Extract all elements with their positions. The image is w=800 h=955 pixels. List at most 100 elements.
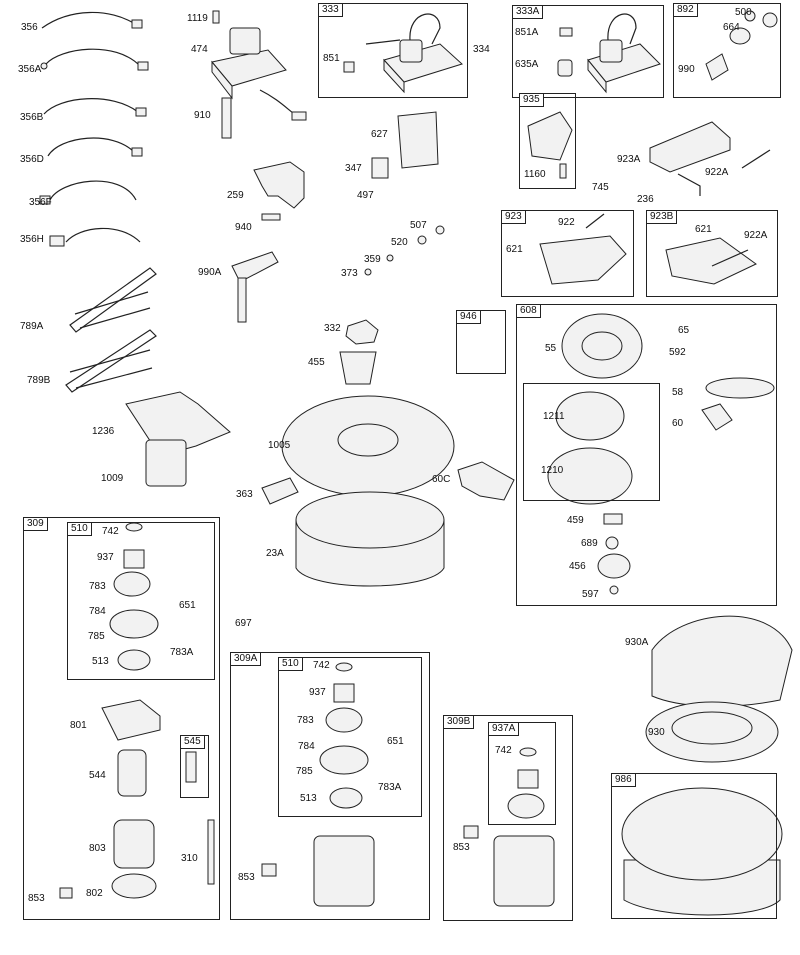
part-label: 356H (20, 234, 44, 245)
part-label: 513 (300, 793, 317, 804)
part-label: 851 (323, 53, 340, 64)
group-box-510b: 510 (278, 657, 422, 817)
part-label: 1005 (268, 440, 291, 451)
group-box-923B: 923B (646, 210, 778, 297)
key-switch-892 (705, 10, 778, 81)
part-label: 803 (89, 843, 106, 854)
group-box-892: 892 (673, 3, 781, 98)
part-label: 783 (89, 581, 106, 592)
group-tag: 923B (646, 210, 678, 224)
part-label: 513 (92, 656, 109, 667)
part-label: 359 (364, 254, 381, 265)
group-tag: 333A (512, 5, 544, 19)
coil-333A (557, 13, 661, 94)
group-tag: 510 (67, 522, 92, 536)
control-923 (539, 213, 627, 285)
part-label: 60 (672, 418, 684, 429)
part-label: 851A (515, 27, 539, 38)
part-label: 697 (235, 618, 252, 629)
part-label: 1210 (541, 465, 564, 476)
part-label: 356B (20, 112, 44, 123)
part-label: 1236 (92, 426, 115, 437)
part-label: 910 (194, 110, 211, 121)
part-label: 923A (617, 154, 641, 165)
small-parts (364, 225, 445, 276)
part-label: 597 (582, 589, 599, 600)
part-label: 922 (558, 217, 575, 228)
part-label: 930A (625, 637, 649, 648)
part-label: 801 (70, 720, 87, 731)
control-923A (649, 121, 771, 196)
group-tag: 986 (611, 773, 636, 787)
housing-930 (621, 615, 793, 916)
group-box-309: 309 (23, 517, 220, 920)
part-label: 356D (20, 154, 44, 165)
part-label: 544 (89, 770, 106, 781)
part-label: 236 (637, 194, 654, 205)
part-label: 356 (21, 22, 38, 33)
part-label: 784 (298, 741, 315, 752)
part-label: 784 (89, 606, 106, 617)
group-box-935: 935 (519, 93, 576, 189)
group-box-923: 923 (501, 210, 634, 297)
part-label: 940 (235, 222, 252, 233)
part-label: 635A (515, 59, 539, 70)
part-label: 937 (309, 687, 326, 698)
group-tag: 309 (23, 517, 48, 531)
starter-309A-parts (261, 662, 375, 907)
group-tag: 309A (230, 652, 262, 666)
part-label: 459 (567, 515, 584, 526)
starter-1236 (125, 391, 231, 487)
part-label: 455 (308, 357, 325, 368)
part-label: 742 (495, 745, 512, 756)
group-tag: 923 (501, 210, 526, 224)
part-label: 474 (191, 44, 208, 55)
part-label: 259 (227, 190, 244, 201)
part-label: 621 (506, 244, 523, 255)
group-tag: 545 (180, 735, 205, 749)
control-923B (665, 237, 757, 285)
part-label: 689 (581, 538, 598, 549)
bracket-259 (253, 161, 305, 209)
part-label: 789A (20, 321, 44, 332)
group-tag: 333 (318, 3, 343, 17)
group-box-946: 946 (456, 310, 506, 374)
part-label: 922A (744, 230, 768, 241)
part-label: 520 (391, 237, 408, 248)
screw-940 (261, 213, 281, 221)
control-935 (527, 111, 573, 179)
group-tag: 892 (673, 3, 698, 17)
part-label: 332 (324, 323, 341, 334)
part-label: 500 (735, 7, 752, 18)
group-box-545: 545 (180, 735, 209, 798)
part-label: 363 (236, 489, 253, 500)
part-label: 990A (198, 267, 222, 278)
part-label: 922A (705, 167, 729, 178)
group-box-309A: 309A (230, 652, 430, 920)
control-990A (231, 251, 279, 323)
group-box-333: 333 (318, 3, 468, 98)
part-label: 990 (678, 64, 695, 75)
group-tag: 937A (488, 722, 520, 736)
wire-356 (39, 11, 149, 247)
part-label: 497 (357, 190, 374, 201)
group-box-608: 608 (516, 304, 777, 606)
part-label: 664 (723, 22, 740, 33)
coil-333 (343, 13, 463, 94)
part-label: 783 (297, 715, 314, 726)
part-label: 55 (545, 343, 557, 354)
part-label: 356A (18, 64, 42, 75)
starter-309-parts (59, 522, 215, 899)
part-label: 310 (181, 853, 198, 864)
part-label: 507 (410, 220, 427, 231)
part-60C (457, 461, 515, 501)
part-label: 783A (378, 782, 402, 793)
part-label: 373 (341, 268, 358, 279)
group-box-333A: 333A (512, 5, 664, 98)
group-tag: 510 (278, 657, 303, 671)
part-label: 58 (672, 387, 684, 398)
part-label: 456 (569, 561, 586, 572)
part-label: 785 (88, 631, 105, 642)
